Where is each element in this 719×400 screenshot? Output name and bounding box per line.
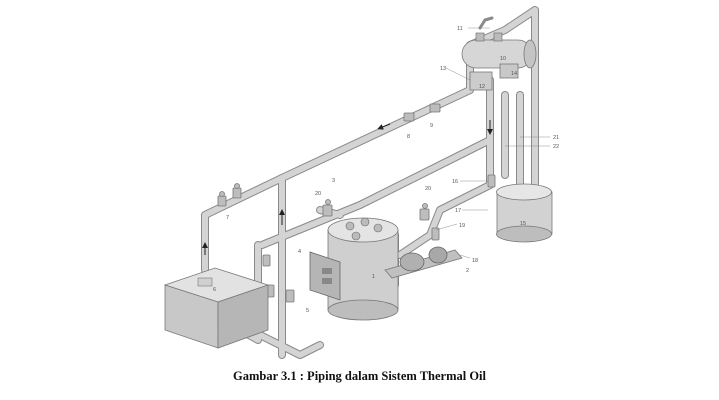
valves — [217, 103, 496, 332]
callout-11: 11 — [457, 26, 463, 32]
callout-5: 5 — [306, 308, 309, 314]
callout-1: 1 — [372, 274, 375, 280]
figure-caption: Gambar 3.1 : Piping dalam Sistem Thermal… — [232, 369, 487, 383]
thermal-oil-piping-diagram: 11 10 13 14 12 9 8 21 22 16 20 3 20 17 1… — [163, 6, 559, 359]
expansion-tank-10 — [461, 32, 537, 91]
callout-12: 12 — [479, 84, 485, 90]
callout-labels: 11 10 13 14 12 9 8 21 22 16 20 3 20 17 1… — [213, 26, 559, 314]
drain-tank-15 — [496, 183, 553, 243]
callout-9: 9 — [430, 123, 433, 129]
callout-22: 22 — [553, 144, 559, 150]
callout-19: 19 — [459, 223, 465, 229]
callout-16: 16 — [452, 179, 458, 185]
storage-tank-6 — [163, 267, 270, 349]
pump-2 — [384, 246, 463, 279]
callout-17: 17 — [455, 208, 461, 214]
callout-13: 13 — [440, 66, 446, 72]
callout-14: 14 — [511, 71, 517, 77]
callout-15: 15 — [520, 221, 526, 227]
callout-6: 6 — [213, 287, 216, 293]
callout-4: 4 — [298, 249, 301, 255]
callout-2: 2 — [466, 268, 469, 274]
callout-7: 7 — [226, 215, 229, 221]
callout-21: 21 — [553, 135, 559, 141]
callout-3: 3 — [332, 178, 335, 184]
callout-10: 10 — [500, 56, 506, 62]
callout-20-right: 20 — [425, 186, 431, 192]
callout-leaders — [435, 27, 550, 259]
callout-8: 8 — [407, 134, 410, 140]
callout-20-left: 20 — [315, 191, 321, 197]
heater-1 — [309, 217, 399, 321]
callout-18: 18 — [472, 258, 478, 264]
